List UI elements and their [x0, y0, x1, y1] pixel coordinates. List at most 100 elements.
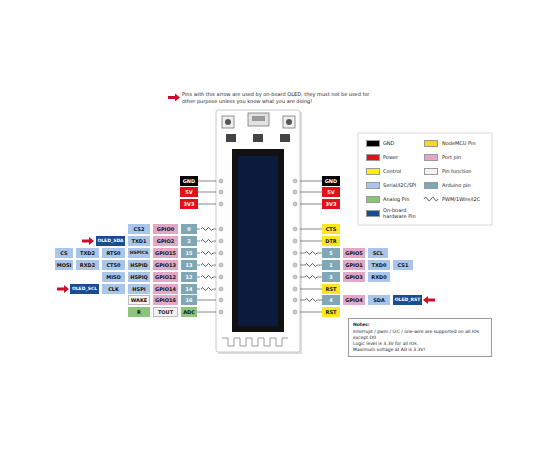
pin-label: R [137, 307, 141, 317]
legend-label: Analog Pin [383, 196, 421, 202]
port-pin: GPIO5 [343, 248, 365, 258]
pin-label: RTS0 [106, 248, 120, 258]
pin-label: 2 [187, 236, 190, 246]
serial-pin: CS2 [128, 224, 150, 234]
pin-label: CS2 [134, 224, 145, 234]
button-left [222, 116, 234, 128]
ground-pin: GND [180, 176, 198, 186]
onboard-pin: OLED_RST [393, 295, 422, 305]
notes-line: Interrupt / pwm / I2C / one-wire are sup… [353, 329, 487, 341]
pin-label: OLED_SDA [97, 236, 123, 246]
serial-pin: RTS0 [102, 248, 125, 258]
analog-pin: R [128, 307, 150, 317]
header-pads [219, 179, 297, 314]
pin-label: OLED_SCL [72, 284, 97, 294]
legend-label: Serial/I2C/SPI [383, 182, 421, 188]
pin-label: DTR [325, 236, 336, 246]
arduino-pin: 1 [322, 260, 340, 270]
power-pin: 5V [180, 187, 198, 197]
pin-label: 12 [186, 272, 193, 282]
port-pin: GPIO13 [153, 260, 178, 270]
pin-label: MOSI [57, 260, 72, 270]
pwm-symbols [201, 228, 317, 302]
legend-swatch [366, 196, 380, 203]
power-pin: 3V3 [322, 199, 340, 209]
port-pin: GPIO14 [153, 284, 178, 294]
chip [226, 134, 236, 142]
pin-label: GPIO15 [155, 248, 176, 258]
arduino-pin: 0 [181, 224, 197, 234]
pin-label: TXD2 [80, 248, 95, 258]
legend-label: PWM/1Wire/I2C [442, 196, 488, 202]
notes-heading: Notes: [353, 322, 487, 328]
legend-label: On-board hardware Pin [383, 207, 421, 219]
legend-label: Power [383, 154, 421, 160]
pin-label: RXD2 [80, 260, 95, 270]
button-cap [286, 119, 292, 125]
ground-pin: GND [322, 176, 340, 186]
button-right [283, 116, 295, 128]
port-pin: GPIO4 [343, 295, 365, 305]
legend-swatch [366, 154, 380, 161]
serial-pin: MOSI [55, 260, 73, 270]
pin-label: GND [183, 176, 195, 186]
power-pin: 3V3 [180, 199, 198, 209]
serial-pin: CS [55, 248, 73, 258]
pin-label: 5 [329, 248, 332, 258]
button-cap [225, 119, 231, 125]
port-pin: GPIO15 [153, 248, 178, 258]
pin-label: RST [326, 284, 337, 294]
pin-label: 4 [329, 295, 332, 305]
pin-label: HSPICS [130, 248, 149, 258]
pin-label: GPIO16 [155, 295, 176, 305]
pin-label: RXD0 [371, 272, 386, 282]
arduino-pin: 13 [181, 260, 197, 270]
serial-pin: MISO [102, 272, 125, 282]
legend-swatch [424, 140, 438, 147]
legend-frame [358, 133, 492, 225]
pin-label: HSPI [132, 284, 145, 294]
serial-pin: SDA [368, 295, 390, 305]
legend-swatch [424, 154, 438, 161]
oled-glass [238, 156, 278, 326]
legend-swatch [366, 210, 380, 217]
legend-label: Control [383, 168, 421, 174]
arduino-pin: 15 [181, 248, 197, 258]
serial-pin: HSPICS [128, 248, 150, 258]
usb-slot [252, 116, 265, 121]
arduino-pin: 5 [322, 248, 340, 258]
port-pin: GPIO1 [343, 260, 365, 270]
control-pin: DTR [322, 236, 340, 246]
analog-pin: ADC [181, 307, 197, 317]
notes-line: Maximum voltage at A0 is 3.3V! [353, 347, 487, 353]
legend-swatch [366, 182, 380, 189]
serial-pin: HSPID [128, 260, 150, 270]
port-pin: GPIO12 [153, 272, 178, 282]
pin-label: TXD1 [132, 236, 147, 246]
pin-label: 15 [186, 248, 193, 258]
legend-swatch [366, 168, 380, 175]
serial-pin: SCL [368, 248, 388, 258]
pin-label: 14 [186, 284, 193, 294]
onboard-pin: OLED_SDA [96, 236, 125, 246]
chip [280, 134, 290, 142]
pin-label: 1 [329, 260, 332, 270]
pin-label: ADC [183, 307, 195, 317]
pin-label: CLK [108, 284, 119, 294]
pin-label: HSPID [130, 260, 147, 270]
pin-label: GND [325, 176, 337, 186]
pin-label: CS [60, 248, 67, 258]
pin-label: WAKE [131, 295, 147, 305]
control-pin: CTS [322, 224, 340, 234]
legend-swatch [424, 182, 438, 189]
chip [253, 134, 263, 142]
arduino-pin: 12 [181, 272, 197, 282]
pin-leads [197, 181, 322, 312]
pin-label: TOUT [158, 307, 173, 317]
port-pin: GPIO0 [153, 224, 178, 234]
function-pin: TOUT [153, 307, 178, 317]
oled-arrow [82, 237, 94, 245]
serial-pin: CTS0 [102, 260, 125, 270]
